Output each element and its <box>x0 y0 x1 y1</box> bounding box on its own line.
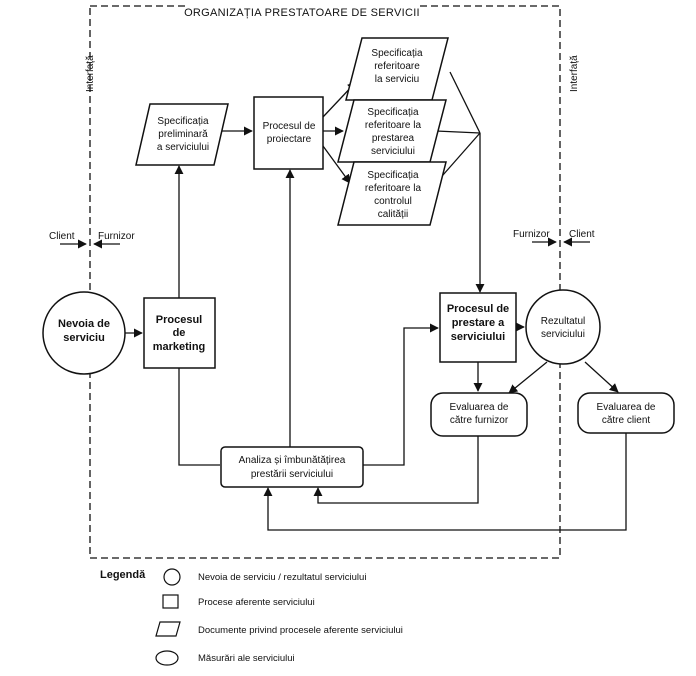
prelim-spec-line-3: a serviciului <box>157 142 209 153</box>
legend-title: Legendă <box>100 569 146 581</box>
furnizor-label-right: Furnizor <box>513 229 550 240</box>
qc-spec-line-4: calității <box>378 209 409 220</box>
service-spec-line-2: referitoare <box>374 61 420 72</box>
legend: Legendă Nevoia de serviciu / rezultatul … <box>100 568 403 666</box>
client-label-right: Client <box>569 229 595 240</box>
design-line-2: proiectare <box>267 134 312 145</box>
design-line-1: Procesul de <box>263 121 316 132</box>
analysis-improvement-box: Analiza și îmbunătățirea prestării servi… <box>220 446 364 488</box>
client-eval-line-1: Evaluarea de <box>597 402 656 413</box>
legend-circle-symbol <box>163 568 181 586</box>
legend-item-need-result: Nevoia de serviciu / rezultatul serviciu… <box>198 572 366 583</box>
service-specification-document: Specificația referitoare la serviciu <box>345 37 449 101</box>
service-need-line-1: Nevoia de <box>58 318 110 330</box>
service-result-circle: Rezultatul serviciului <box>525 289 601 365</box>
analysis-line-1: Analiza și îmbunătățirea <box>239 455 346 466</box>
client-eval-line-2: către client <box>602 415 651 426</box>
supplier-evaluation-node: Evaluarea de către furnizor <box>430 392 528 437</box>
organization-title: ORGANIZAȚIA PRESTATOARE DE SERVICII <box>184 7 420 19</box>
interface-label-right: Interfață <box>569 55 580 92</box>
delivery-process-line-3: serviciului <box>451 331 505 343</box>
delivery-spec-line-4: serviciului <box>371 146 415 157</box>
marketing-line-1: Procesul <box>156 314 202 326</box>
delivery-spec-line-3: prestarea <box>372 133 415 144</box>
client-label-left: Client <box>49 231 75 242</box>
supplier-eval-line-2: către furnizor <box>450 415 509 426</box>
design-process-box: Procesul de proiectare <box>253 96 324 170</box>
preliminary-specification-document: Specificația preliminară a serviciului <box>135 103 229 166</box>
qc-spec-line-3: controlul <box>374 196 412 207</box>
service-need-circle: Nevoia de serviciu <box>42 291 126 375</box>
delivery-spec-line-1: Specificația <box>367 107 419 118</box>
delivery-process-line-2: prestare a <box>452 317 505 329</box>
supplier-eval-line-1: Evaluarea de <box>450 402 509 413</box>
furnizor-label-left: Furnizor <box>98 231 135 242</box>
client-evaluation-node: Evaluarea de către client <box>577 392 675 434</box>
service-result-line-2: serviciului <box>541 329 585 340</box>
legend-ellipse-symbol <box>155 650 179 666</box>
service-need-line-2: serviciu <box>63 332 105 344</box>
legend-item-documents: Documente privind procesele aferente ser… <box>198 625 403 636</box>
qc-spec-line-1: Specificația <box>367 170 419 181</box>
prelim-spec-line-1: Specificația <box>157 116 209 127</box>
legend-item-processes: Procese aferente serviciului <box>198 597 315 608</box>
prelim-spec-line-2: preliminară <box>158 129 208 140</box>
legend-square-symbol <box>162 594 179 609</box>
marketing-line-3: marketing <box>153 341 206 353</box>
service-result-line-1: Rezultatul <box>541 316 585 327</box>
service-spec-line-1: Specificația <box>371 48 423 59</box>
legend-parallelogram-symbol <box>155 621 181 637</box>
legend-item-measurements: Măsurări ale serviciului <box>198 653 295 664</box>
interface-label-left: Interfață <box>85 55 96 92</box>
organization-title-bg <box>188 5 416 19</box>
service-spec-line-3: la serviciu <box>375 74 419 85</box>
delivery-process-line-1: Procesul de <box>447 303 509 315</box>
service-delivery-specification-document: Specificația referitoare la prestarea se… <box>337 99 447 163</box>
marketing-line-2: de <box>173 327 186 339</box>
marketing-process-box: Procesul de marketing <box>143 297 216 369</box>
qc-spec-line-2: referitoare la <box>365 183 422 194</box>
service-delivery-process-box: Procesul de prestare a serviciului <box>439 292 517 363</box>
analysis-line-2: prestării serviciului <box>251 469 333 480</box>
delivery-spec-line-2: referitoare la <box>365 120 422 131</box>
quality-control-specification-document: Specificația referitoare la controlul ca… <box>337 161 447 226</box>
